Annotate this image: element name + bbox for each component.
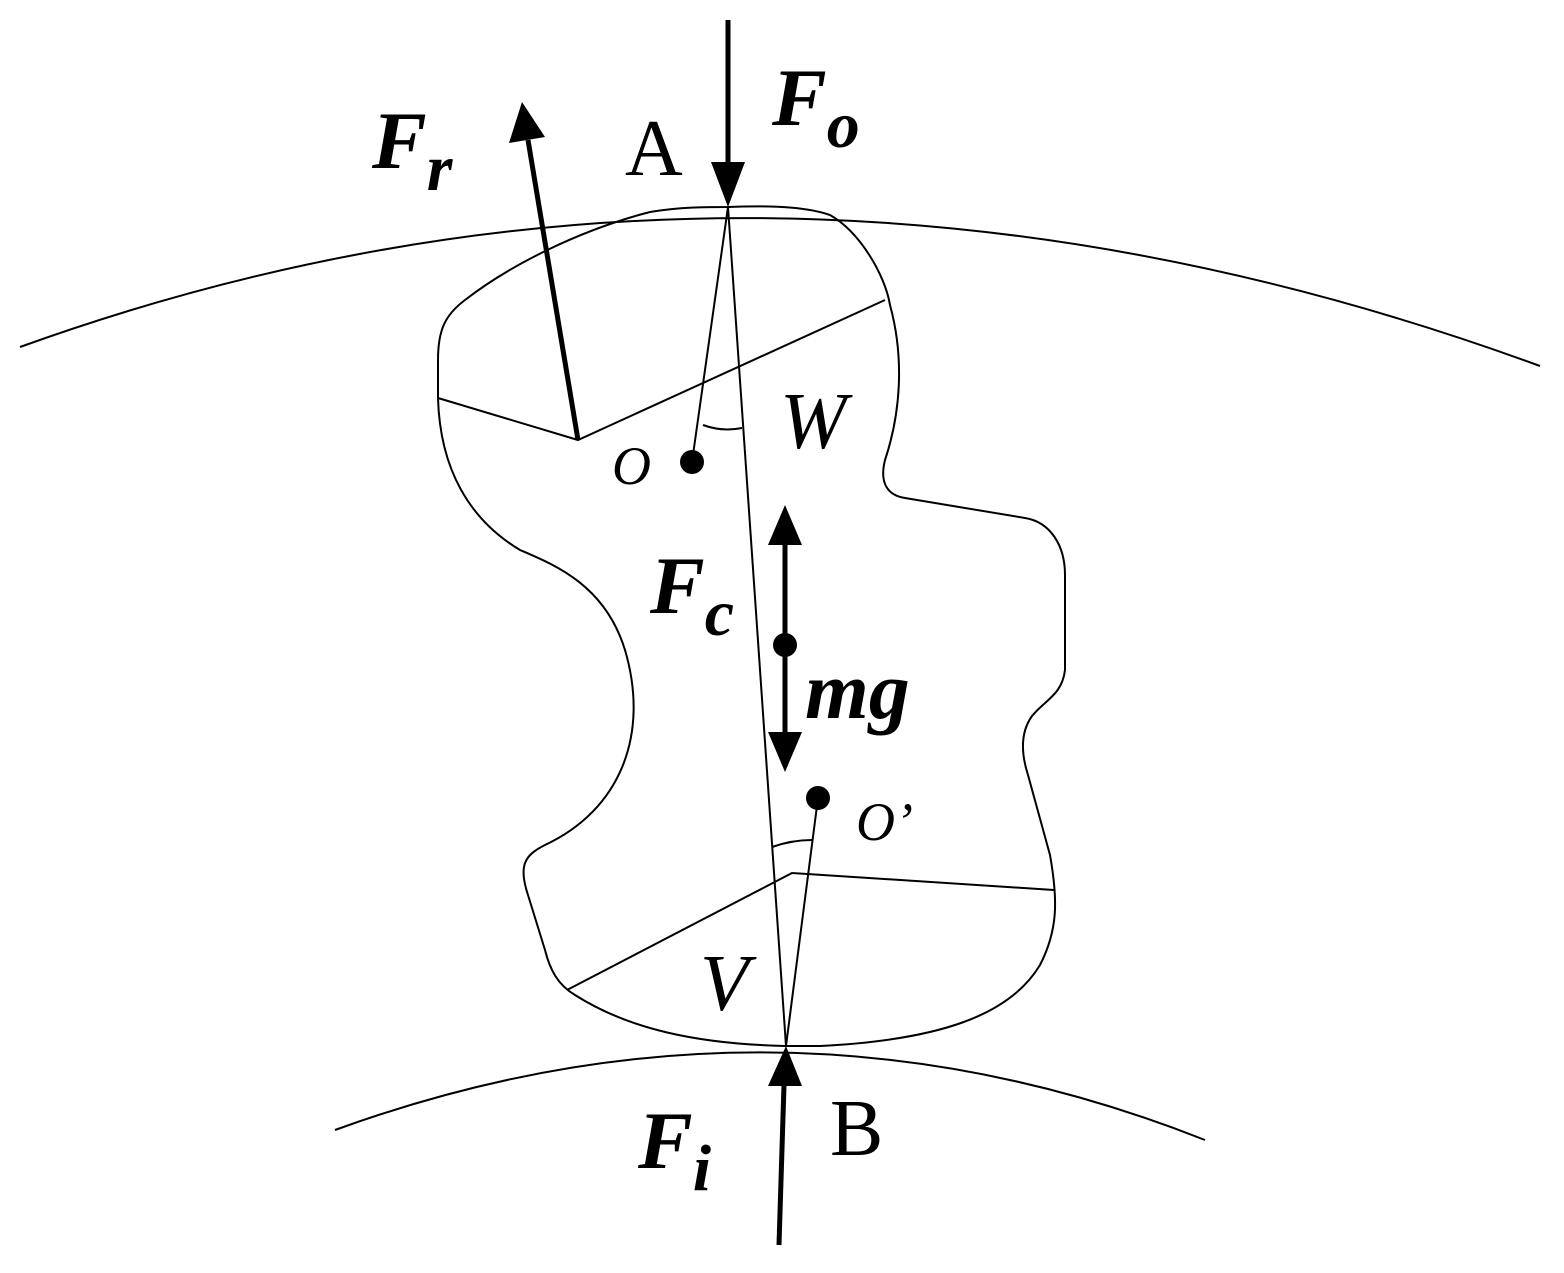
- point-a-label: A: [625, 105, 683, 193]
- force-fc-label: Fc: [649, 540, 734, 650]
- contact-line-ab: [727, 206, 787, 1047]
- force-fc-arrowhead: [768, 505, 802, 545]
- force-fr-label: Fr: [371, 95, 454, 205]
- force-fo-label: Fo: [771, 52, 860, 162]
- line-a-to-o: [691, 206, 729, 463]
- angle-arc-v: [771, 839, 813, 848]
- inner-race-arc: [334, 1051, 1206, 1141]
- point-o-prime-label: O’: [856, 792, 913, 852]
- force-fr-arrowhead: [509, 102, 545, 143]
- angle-v-label: V: [700, 940, 757, 1028]
- gravity-mg-arrowhead: [768, 732, 802, 772]
- center-point-o-prime: [806, 786, 830, 810]
- center-point-o: [680, 450, 704, 474]
- angle-arc-w: [702, 424, 743, 431]
- lower-section-line: [566, 871, 1055, 991]
- angle-w-label: W: [780, 378, 853, 466]
- point-o-label: O: [612, 436, 651, 496]
- point-b-label: B: [830, 1085, 883, 1173]
- line-b-to-o-prime: [785, 797, 819, 1047]
- outer-race-arc: [19, 217, 1541, 367]
- force-fi-label: Fi: [637, 1095, 712, 1205]
- force-fi-arrow: [776, 1084, 787, 1246]
- force-fi-arrowhead: [768, 1046, 802, 1086]
- gravity-mg-label: mg: [805, 645, 910, 736]
- force-fr-arrow: [525, 139, 581, 441]
- roller-outline: [437, 205, 1066, 1047]
- force-fo-arrowhead: [711, 162, 745, 207]
